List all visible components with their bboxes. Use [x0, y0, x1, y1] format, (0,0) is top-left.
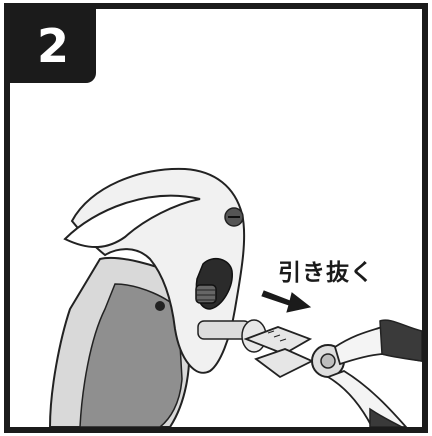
pliers-icon: [246, 320, 422, 427]
cutter-device-icon: [50, 169, 266, 427]
pull-out-label: 引き抜く: [278, 253, 374, 287]
instruction-panel: 2 引き抜く: [4, 3, 428, 433]
step-number-badge: 2: [10, 9, 96, 83]
pull-arrow-icon: [262, 291, 310, 312]
